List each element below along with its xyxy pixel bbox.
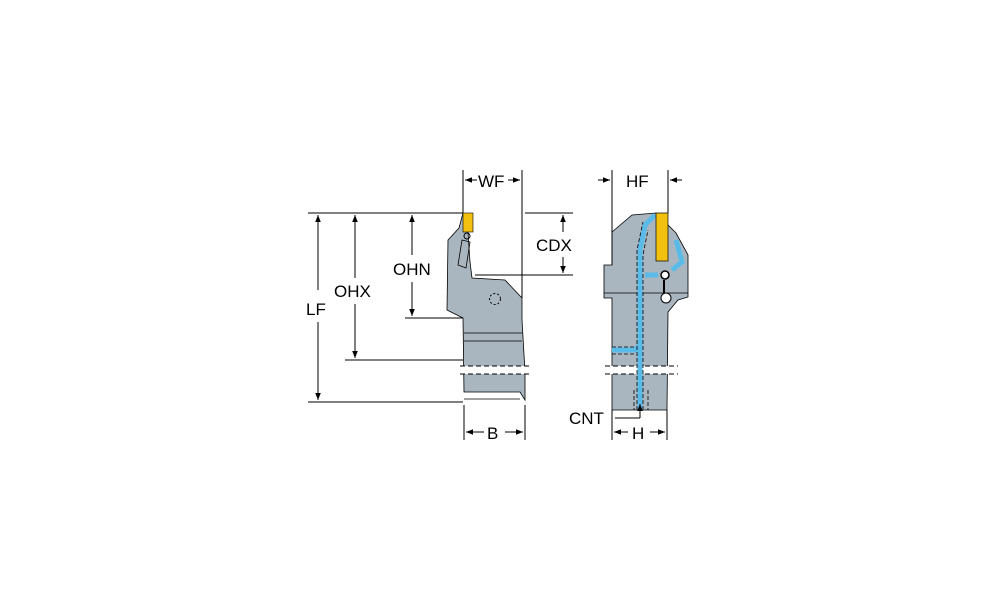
- insert-front: [655, 212, 669, 262]
- insert: [462, 212, 474, 233]
- label-hf: HF: [626, 172, 649, 191]
- label-b: B: [487, 424, 498, 443]
- dimension-lines: [308, 170, 573, 440]
- front-view: [600, 212, 689, 411]
- screw-hole: [489, 293, 501, 305]
- label-lf: LF: [306, 300, 326, 319]
- label-ohn: OHN: [393, 260, 431, 279]
- front-dimension-lines: [598, 170, 682, 440]
- coolant-channel: [612, 213, 685, 410]
- label-h: H: [632, 424, 644, 443]
- tool-body: [446, 211, 526, 402]
- break-gap: [460, 366, 530, 374]
- label-wf: WF: [478, 172, 504, 191]
- tool-body-front: [603, 212, 689, 411]
- label-cdx: CDX: [536, 236, 572, 255]
- label-cnt: CNT: [569, 409, 604, 428]
- label-ohx: OHX: [334, 282, 371, 301]
- side-view: [446, 211, 530, 402]
